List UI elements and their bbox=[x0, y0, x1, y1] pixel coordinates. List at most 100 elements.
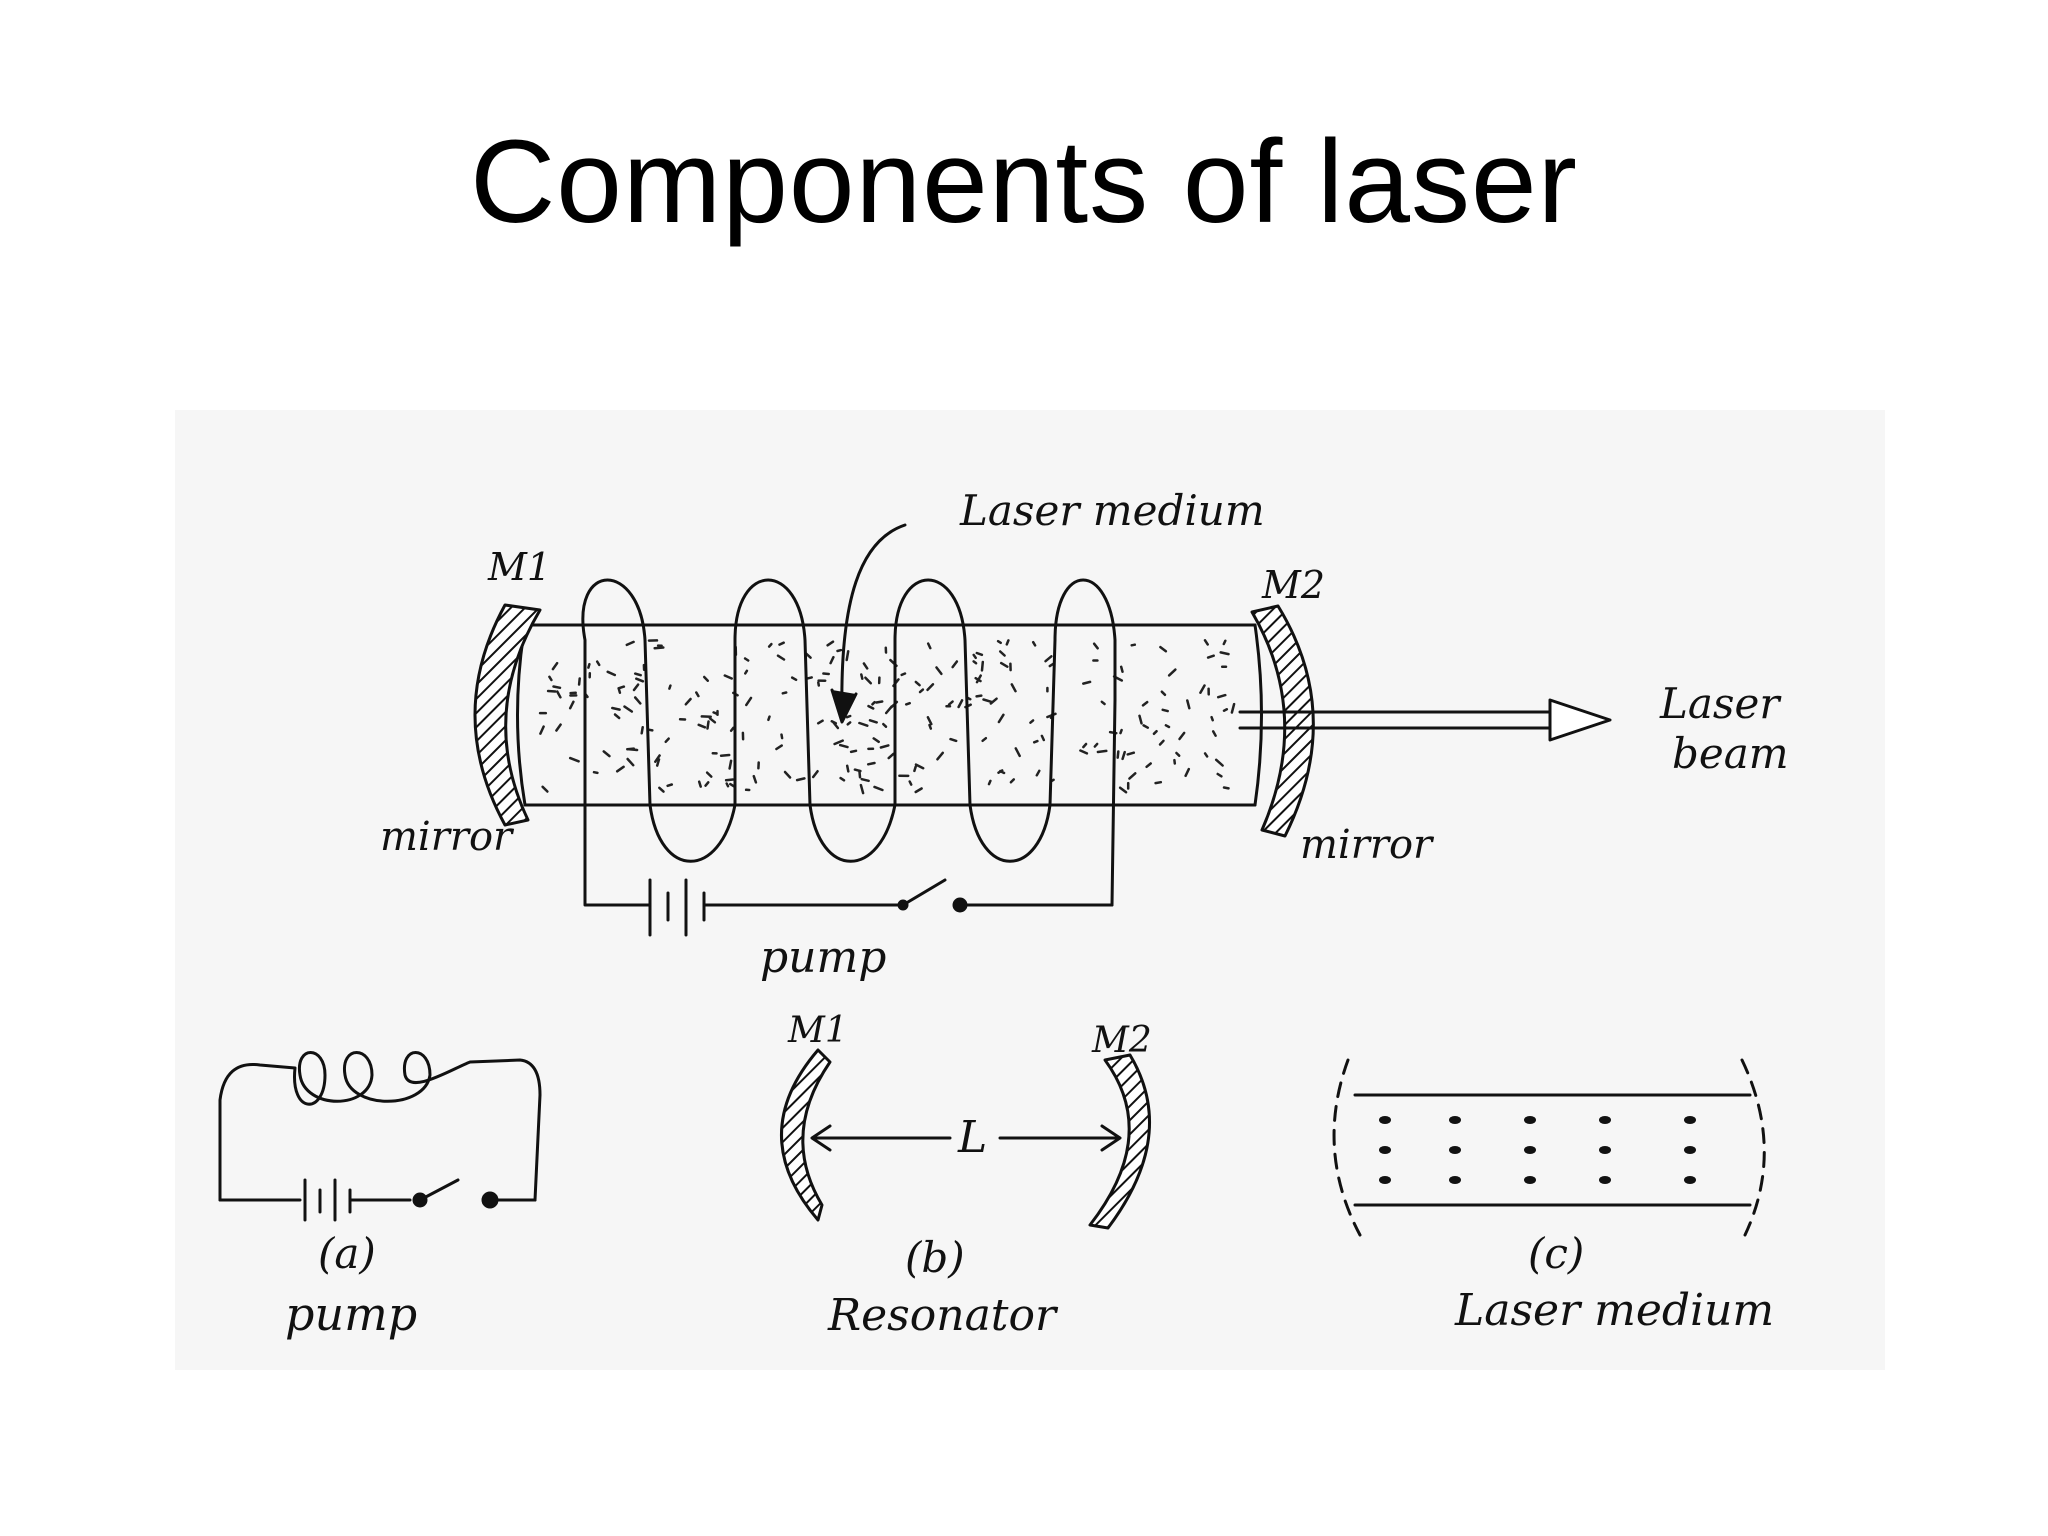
medium-particle bbox=[987, 779, 992, 786]
mirror-left-label: mirror bbox=[380, 814, 515, 860]
medium-particle bbox=[783, 770, 792, 779]
medium-particle bbox=[668, 684, 672, 690]
medium-particle bbox=[1031, 640, 1037, 647]
medium-particle bbox=[862, 662, 869, 670]
medium-c-particle bbox=[1599, 1146, 1611, 1154]
diagram-panel bbox=[175, 410, 1885, 1370]
medium-particle bbox=[776, 654, 786, 661]
medium-particle bbox=[867, 704, 875, 710]
medium-particle bbox=[1219, 651, 1230, 656]
medium-particle bbox=[617, 687, 622, 694]
medium-particle bbox=[702, 675, 710, 682]
medium-particle bbox=[873, 785, 884, 792]
medium-particle bbox=[653, 646, 665, 650]
medium-particle bbox=[1142, 724, 1150, 729]
medium-particle bbox=[914, 787, 923, 794]
medium-particle bbox=[1100, 700, 1106, 706]
medium-particle bbox=[1175, 751, 1181, 757]
medium-particle bbox=[1222, 786, 1230, 790]
medium-particle bbox=[1214, 758, 1224, 767]
m1-label: M1 bbox=[487, 545, 551, 589]
medium-particle bbox=[981, 736, 988, 743]
medium-particle bbox=[849, 749, 858, 754]
medium-particle bbox=[541, 785, 549, 793]
medium-c-particle bbox=[1684, 1176, 1696, 1184]
medium-particle bbox=[1014, 747, 1021, 758]
medium-c-particle bbox=[1524, 1116, 1536, 1124]
medium-c-particle bbox=[1379, 1116, 1391, 1124]
medium-particle bbox=[606, 670, 617, 677]
mirror-right-label: mirror bbox=[1300, 822, 1435, 868]
medium-particle bbox=[623, 705, 634, 713]
length-label: L bbox=[957, 1112, 987, 1163]
medium-particle bbox=[913, 765, 917, 773]
medium-particle bbox=[1167, 668, 1177, 677]
pump-label: pump bbox=[760, 932, 886, 983]
medium-particle bbox=[775, 744, 783, 751]
medium-particle bbox=[602, 750, 611, 758]
medium-particle bbox=[697, 723, 707, 729]
panel-b-m2-label: M2 bbox=[1091, 1020, 1152, 1061]
pump-coil bbox=[581, 578, 1117, 907]
medium-particle bbox=[858, 721, 869, 727]
laser-medium-pointer bbox=[830, 523, 907, 724]
medium-c-particle bbox=[1684, 1116, 1696, 1124]
medium-particle bbox=[781, 691, 788, 695]
medium-particle bbox=[719, 753, 731, 758]
medium-particle bbox=[752, 774, 758, 784]
medium-particle bbox=[613, 713, 621, 720]
medium-particle bbox=[745, 696, 753, 707]
medium-particle bbox=[615, 765, 625, 773]
panel-b-m1-label: M1 bbox=[787, 1010, 848, 1051]
main-laser-assembly bbox=[473, 523, 1612, 937]
medium-particle bbox=[778, 641, 785, 646]
switch-icon bbox=[897, 878, 968, 913]
medium-particle bbox=[695, 691, 700, 698]
medium-particle bbox=[632, 683, 640, 692]
panel-b-caption: Resonator bbox=[827, 1290, 1059, 1341]
medium-particle bbox=[982, 698, 993, 704]
medium-particle bbox=[853, 768, 862, 773]
pump-coil-small bbox=[218, 1051, 542, 1202]
medium-particle bbox=[725, 782, 730, 788]
medium-particle bbox=[704, 781, 710, 787]
medium-particle bbox=[926, 683, 935, 692]
medium-particle bbox=[654, 754, 661, 763]
medium-particle bbox=[918, 688, 925, 694]
medium-particle bbox=[1116, 750, 1120, 759]
medium-particle bbox=[1203, 639, 1209, 646]
medium-particle bbox=[882, 722, 888, 728]
medium-particle bbox=[1128, 772, 1137, 780]
medium-particle bbox=[767, 642, 773, 648]
medium-particle bbox=[723, 674, 733, 680]
medium-particle bbox=[972, 660, 978, 665]
medium-particle bbox=[626, 757, 635, 767]
medium-particle bbox=[617, 685, 626, 690]
medium-particle bbox=[936, 751, 945, 761]
medium-particle bbox=[816, 719, 824, 725]
medium-particle bbox=[635, 677, 645, 683]
medium-particle bbox=[568, 756, 580, 763]
medium-particle bbox=[664, 737, 670, 744]
medium-particle bbox=[625, 640, 635, 647]
medium-particle bbox=[1118, 786, 1128, 794]
medium-particle bbox=[790, 676, 798, 682]
medium-particle bbox=[822, 672, 830, 676]
medium-particle bbox=[975, 651, 984, 657]
medium-particle bbox=[1079, 749, 1089, 755]
medium-particle bbox=[1082, 742, 1088, 749]
medium-particle bbox=[980, 660, 985, 672]
medium-particle bbox=[845, 714, 852, 719]
m2-label: M2 bbox=[1261, 563, 1325, 607]
medium-particle bbox=[767, 715, 771, 722]
battery-icon bbox=[643, 878, 720, 937]
medium-particles bbox=[538, 639, 1236, 795]
medium-particle bbox=[1152, 729, 1158, 736]
medium-particle bbox=[975, 674, 982, 684]
medium-particle bbox=[868, 719, 878, 724]
medium-particle bbox=[729, 726, 735, 733]
medium-particle bbox=[1130, 643, 1137, 647]
medium-particle bbox=[587, 662, 591, 669]
medium-c-particle bbox=[1449, 1116, 1461, 1124]
medium-particle bbox=[1044, 655, 1053, 663]
